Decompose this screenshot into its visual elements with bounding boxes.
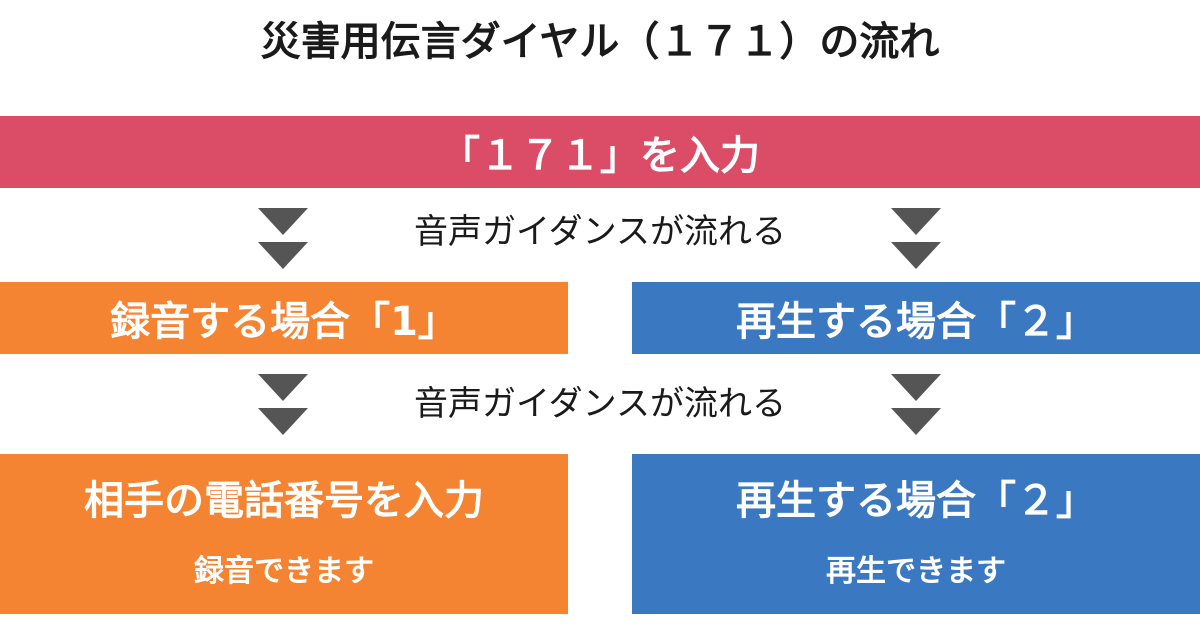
- guidance-text-1: 音声ガイダンスが流れる: [414, 212, 786, 252]
- playback-action-sub: 再生できます: [826, 554, 1006, 589]
- record-action-main: 相手の電話番号を入力: [84, 478, 484, 524]
- arrow-down-icon: [891, 242, 941, 269]
- playback-action-main: 再生する場合「２」: [736, 478, 1096, 524]
- arrow-down-icon: [891, 208, 941, 235]
- record-option-box: 録音する場合「1」: [0, 282, 568, 354]
- playback-action-box: 再生する場合「２」 再生できます: [632, 454, 1200, 614]
- playback-option-label: 再生する場合「２」: [736, 299, 1096, 345]
- record-action-sub: 録音できます: [194, 554, 374, 589]
- arrow-down-icon: [891, 374, 941, 401]
- arrow-down-icon: [258, 408, 308, 435]
- arrow-down-icon: [891, 408, 941, 435]
- diagram-title: 災害用伝言ダイヤル（１７１）の流れ: [260, 19, 940, 65]
- arrow-down-icon: [258, 208, 308, 235]
- step-dial-171-label: 「１７１」を入力: [440, 133, 760, 179]
- playback-option-box: 再生する場合「２」: [632, 282, 1200, 354]
- step-dial-171: 「１７１」を入力: [0, 116, 1200, 188]
- record-option-label: 録音する場合「1」: [110, 299, 458, 345]
- arrow-down-icon: [258, 374, 308, 401]
- arrow-down-icon: [258, 242, 308, 269]
- guidance-text-2: 音声ガイダンスが流れる: [414, 384, 786, 424]
- record-action-box: 相手の電話番号を入力 録音できます: [0, 454, 568, 614]
